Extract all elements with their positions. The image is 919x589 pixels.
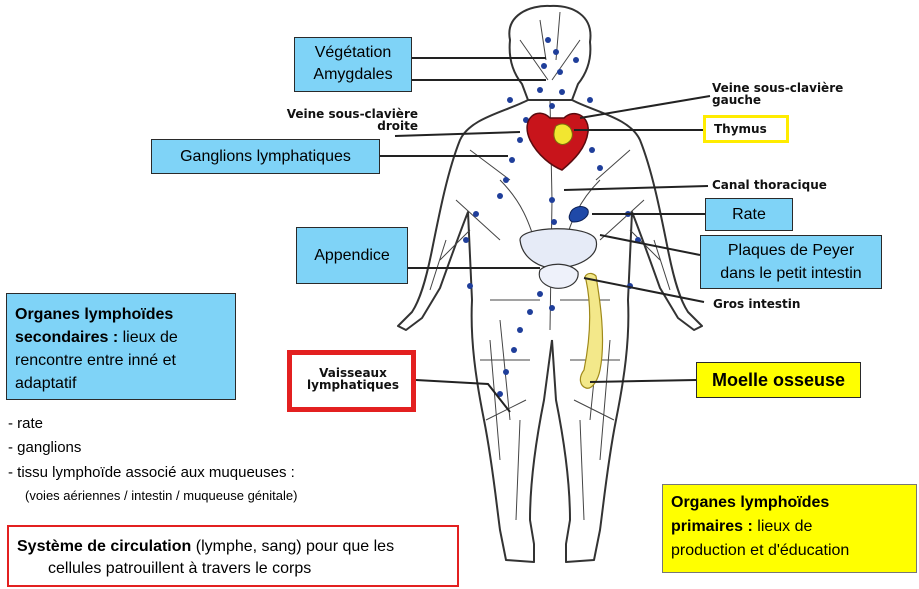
- lymph-node-dot: [587, 97, 593, 103]
- label-canal-thoracique: Canal thoracique: [712, 179, 827, 191]
- lymph-node-dot: [473, 211, 479, 217]
- label-veine-gauche: Veine sous-clavière gauche: [712, 82, 843, 106]
- amygdales-label: Amygdales: [295, 64, 411, 86]
- intestine-shape: [520, 229, 597, 268]
- appendice-label: Appendice: [314, 247, 390, 265]
- primary-line3: production et d'éducation: [671, 539, 916, 563]
- lymph-node-dot: [549, 197, 555, 203]
- ganglions-callout: Ganglions lymphatiques: [151, 139, 380, 174]
- lymph-node-dot: [559, 89, 565, 95]
- lymph-node-dot: [537, 87, 543, 93]
- circulation-box: Système de circulation (lymphe, sang) po…: [7, 525, 459, 587]
- moelle-osseuse-callout: Moelle osseuse: [696, 362, 861, 398]
- circulation-line2: cellules patrouillent à travers le corps: [17, 558, 457, 580]
- organs: [520, 113, 603, 388]
- lymph-node-dot: [549, 305, 555, 311]
- lymph-node-dot: [597, 165, 603, 171]
- lymph-node-dot: [527, 309, 533, 315]
- secondary-title-line1: Organes lymphoïdes: [15, 303, 235, 326]
- lymph-node-dot: [463, 237, 469, 243]
- label-veine-droite: Veine sous-clavière droite: [238, 108, 418, 132]
- secondary-line3: rencontre entre inné et: [15, 349, 235, 372]
- vegetation-label: Végétation: [295, 42, 411, 64]
- lymph-node-dot: [553, 49, 559, 55]
- ganglions-label: Ganglions lymphatiques: [180, 148, 351, 166]
- primary-organs-box: Organes lymphoïdes primaires : lieux de …: [662, 484, 917, 573]
- lymph-node-dot: [503, 177, 509, 183]
- lymph-node-dot: [589, 147, 595, 153]
- lymph-node-dot: [517, 327, 523, 333]
- label-thymus: Thymus: [703, 115, 789, 143]
- lymph-node-dot: [573, 57, 579, 63]
- colon-shape: [539, 264, 578, 288]
- appendice-callout: Appendice: [296, 227, 408, 284]
- circulation-line1: Système de circulation (lymphe, sang) po…: [17, 536, 457, 558]
- list-item-ganglions: - ganglions: [8, 438, 81, 457]
- secondary-title-line2: secondaires : lieux de: [15, 326, 235, 349]
- label-gros-intestin: Gros intestin: [713, 298, 800, 310]
- label-vaisseaux-lymphatiques: Vaisseaux lymphatiques: [287, 350, 416, 412]
- vegetation-amygdales-callout: Végétation Amygdales: [294, 37, 412, 92]
- lymph-node-dot: [557, 69, 563, 75]
- peyer-callout: Plaques de Peyer dans le petit intestin: [700, 235, 882, 289]
- thymus-shape: [554, 124, 572, 144]
- secondary-organs-box: Organes lymphoïdes secondaires : lieux d…: [6, 293, 236, 400]
- rate-label: Rate: [732, 206, 766, 224]
- lymph-node-dot: [541, 63, 547, 69]
- moelle-label: Moelle osseuse: [712, 370, 845, 391]
- primary-title-line1: Organes lymphoïdes: [671, 491, 916, 515]
- lymph-node-dot: [467, 283, 473, 289]
- lymph-node-dot: [537, 291, 543, 297]
- lymph-node-dot: [497, 193, 503, 199]
- list-item-tissu: - tissu lymphoïde associé aux muqueuses …: [8, 463, 295, 482]
- lymph-node-dot: [517, 137, 523, 143]
- peyer-line1: Plaques de Peyer: [701, 239, 881, 262]
- list-item-rate: - rate: [8, 414, 43, 433]
- lymph-node-dot: [511, 347, 517, 353]
- rate-callout: Rate: [705, 198, 793, 231]
- bone-shape: [580, 273, 602, 388]
- lymph-node-dot: [545, 37, 551, 43]
- list-item-tissu-sub: (voies aériennes / intestin / muqueuse g…: [25, 486, 297, 505]
- primary-title-line2: primaires : lieux de: [671, 515, 916, 539]
- lymph-node-dot: [509, 157, 515, 163]
- lymph-node-dot: [507, 97, 513, 103]
- lymph-node-dot: [503, 369, 509, 375]
- lymph-node-dot: [549, 103, 555, 109]
- lymph-node-dot: [551, 219, 557, 225]
- secondary-line4: adaptatif: [15, 372, 235, 395]
- spleen-shape: [569, 207, 588, 222]
- peyer-line2: dans le petit intestin: [701, 262, 881, 285]
